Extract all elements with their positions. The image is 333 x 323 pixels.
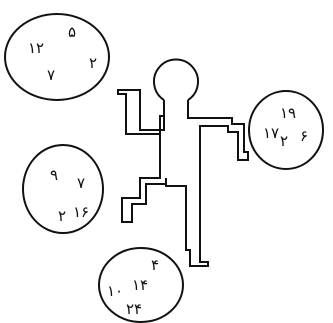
left-middle-number-2: ۷ [77, 174, 85, 192]
left-middle-number-3: ۲ [58, 207, 66, 225]
left-middle-number-1: ۹ [50, 166, 58, 184]
right-number-4: ۶ [300, 127, 308, 145]
top-left-number-3: ۲ [89, 54, 97, 72]
figure-head [154, 60, 198, 100]
group-right-ellipse [249, 91, 323, 169]
figure-outline [118, 60, 248, 266]
left-middle-number-4: ۱۶ [73, 203, 89, 221]
figure-left-arm [118, 90, 164, 134]
bottom-number-2: ۱۰ [107, 282, 123, 300]
bottom-number-4: ۲۴ [126, 300, 142, 318]
right-number-3: ۲ [280, 132, 288, 150]
bottom-number-3: ۱۴ [132, 276, 148, 294]
right-number-1: ۱۹ [280, 104, 296, 122]
top-left-number-1: ۵ [68, 23, 76, 41]
bottom-number-1: ۴ [151, 256, 159, 274]
top-left-number-2: ۱۲ [28, 39, 44, 57]
top-left-number-4: ۷ [47, 66, 55, 84]
right-number-2: ۱۷ [263, 124, 279, 142]
